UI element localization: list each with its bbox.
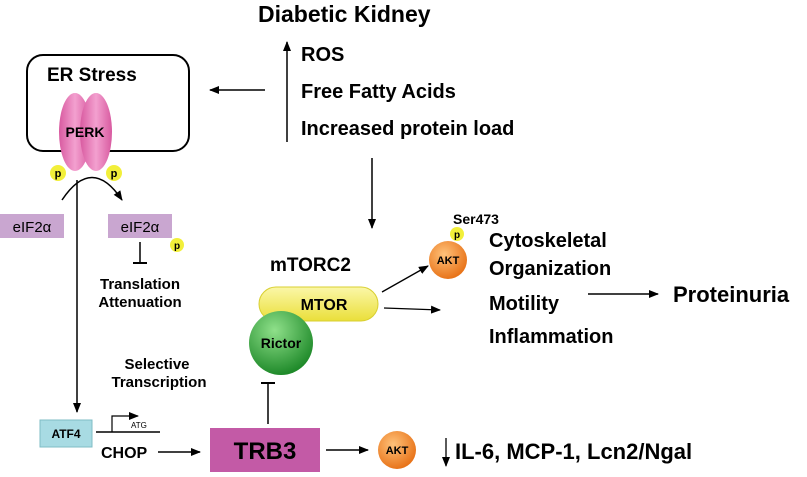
ser473-label: Ser473 [453,211,499,227]
er-stress-label: ER Stress [47,65,137,86]
translation-label: Translation [100,276,180,293]
curved-arrow-phosphorylation [61,176,123,201]
attenuation-label: Attenuation [98,294,181,311]
perk-phospho-left-label: p [55,168,62,180]
trb3-box [210,428,320,472]
eif2a-left-label: eIF2α [13,219,52,236]
akt-top-phospho-label: p [454,230,460,241]
eif2a-left-box [0,214,64,238]
eif2a-phospho [170,238,184,252]
eif2a-right-label: eIF2α [121,219,160,236]
perk-right [80,93,112,171]
transcription-label: Transcription [111,374,206,391]
trb3-label: TRB3 [234,438,297,465]
outcome-inflammation: Inflammation [489,326,613,348]
akt-bottom [378,431,416,469]
chop-label: CHOP [101,445,148,462]
proteinuria-label: Proteinuria [673,282,790,307]
akt-top [429,241,467,279]
rictor-shape [249,311,313,375]
eif2a-phospho-label: p [174,241,180,252]
cytokines-label: IL-6, MCP-1, Lcn2/Ngal [455,439,692,464]
stimulus-ros: ROS [301,44,344,66]
atf4-label: ATF4 [51,427,80,441]
arrow-mtor-to-akt [381,265,429,293]
akt-bottom-label: AKT [386,445,409,457]
rictor-label: Rictor [261,335,302,351]
atf4-box [39,419,93,448]
arrow-mtor-to-outcomes [383,305,441,314]
akt-top-label: AKT [437,255,460,267]
outcome-cytoskeletal: Cytoskeletal [489,230,607,252]
perk-phospho-right [106,165,122,181]
outcome-motility: Motility [489,293,560,315]
promoter-arrow [111,412,139,432]
perk-phospho-left [50,165,66,181]
mtorc2-label: mTORC2 [270,255,351,276]
selective-label: Selective [124,356,189,373]
akt-top-phospho [450,227,464,241]
perk-phospho-right-label: p [111,168,118,180]
title-diabetic-kidney: Diabetic Kidney [258,1,431,27]
perk-label: PERK [66,124,105,140]
stimulus-protein-load: Increased protein load [301,118,514,140]
stimulus-free-fatty-acids: Free Fatty Acids [301,81,456,103]
outcome-organization: Organization [489,258,611,280]
mtor-label: MTOR [301,297,348,314]
atg-label: ATG [131,421,147,430]
eif2a-right-box [108,214,172,238]
